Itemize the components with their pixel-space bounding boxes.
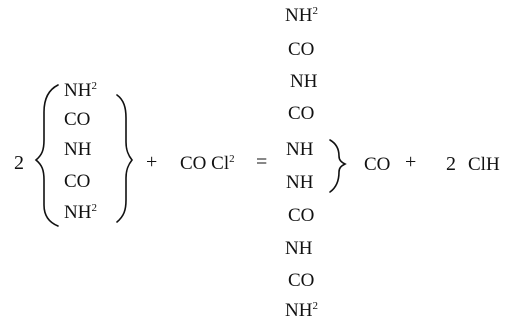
reactant-group-3: NH: [64, 139, 92, 160]
product-group-1: NH2: [285, 5, 318, 26]
byproduct-formula: ClH: [468, 154, 500, 175]
plus-sign-2: +: [405, 151, 417, 173]
reactant-group-4: CO: [64, 171, 91, 192]
product-group-9: CO: [288, 270, 315, 291]
bridge-group: CO: [364, 154, 391, 175]
reactant-group-1: NH2: [64, 80, 97, 101]
product-group-8: NH: [285, 238, 313, 259]
product-group-4: CO: [288, 103, 315, 124]
product-group-6: NH: [286, 172, 314, 193]
product-group-2: CO: [288, 39, 315, 60]
product-group-10: NH2: [285, 300, 318, 321]
coefficient-2: 2: [14, 152, 24, 174]
equals-sign: =: [256, 151, 268, 173]
byproduct-coefficient: 2: [446, 153, 456, 175]
product-group-5: NH: [286, 139, 314, 160]
plus-sign: +: [146, 151, 158, 173]
product-group-3: NH: [290, 71, 318, 92]
reactant-group-5: NH2: [64, 202, 97, 223]
product-group-7: CO: [288, 205, 315, 226]
reagent-formula: CO Cl2: [180, 153, 235, 174]
reactant-group-2: CO: [64, 109, 91, 130]
